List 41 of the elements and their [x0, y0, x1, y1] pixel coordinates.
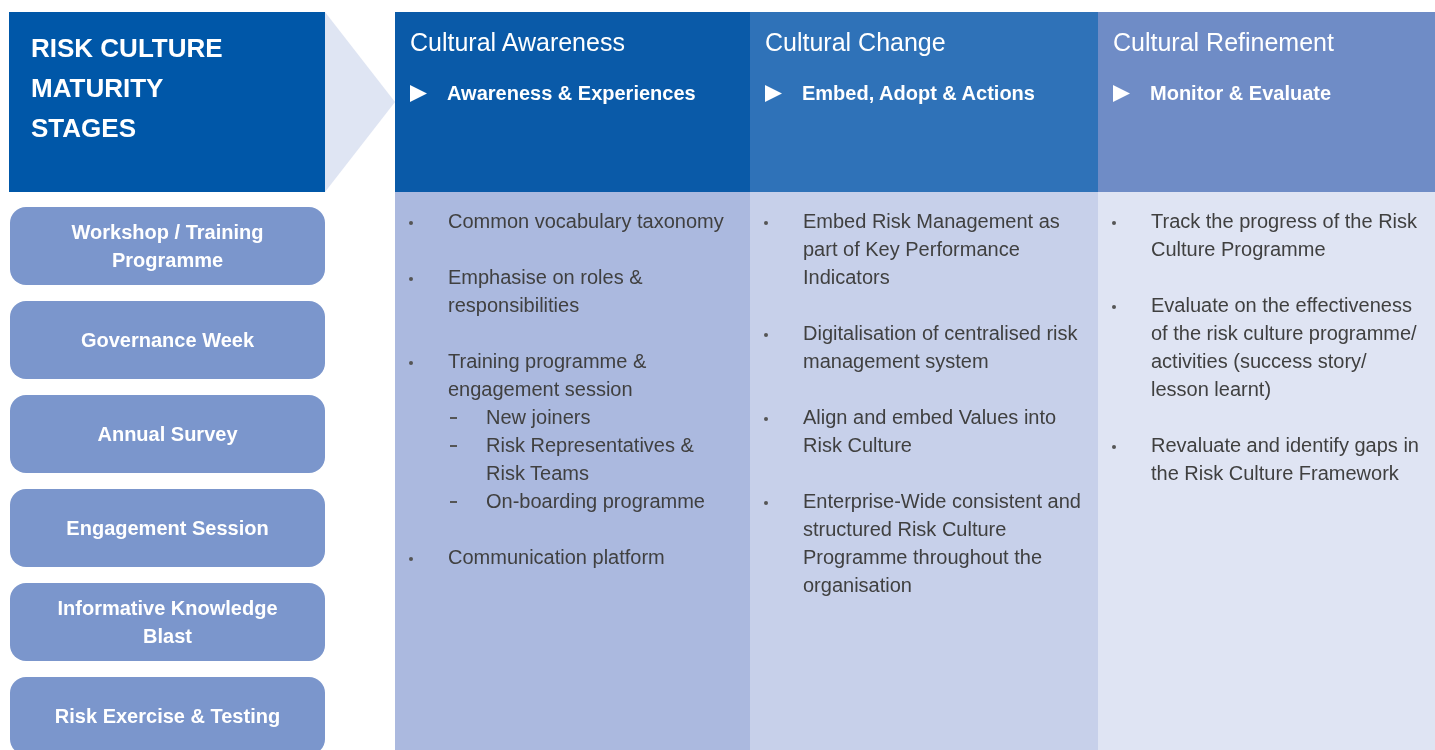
- column-panel: [395, 192, 750, 750]
- stage-subtitle: Monitor & Evaluate: [1150, 81, 1332, 106]
- bullet-text: Digitalisation of centralised risk management system: [803, 321, 1079, 374]
- activity-pill: [10, 489, 325, 567]
- activity-pill: [10, 301, 325, 379]
- stage-title: Cultural Awareness: [410, 27, 626, 58]
- title-text: RISK CULTURE MATURITY STAGES: [31, 32, 224, 145]
- bullet-text: Embed Risk Management as part of Key Performance Indicators: [803, 209, 1061, 290]
- activity-pill: [10, 395, 325, 473]
- bullet-text: Track the progress of the Risk Culture Programme: [1151, 209, 1419, 262]
- stage-title: Cultural Change: [765, 27, 947, 58]
- column-panel: [750, 192, 1098, 750]
- stage-header: [1098, 12, 1435, 192]
- activity-label: Risk Exercise & Testing: [54, 704, 281, 729]
- activity-label: Governance Week: [80, 328, 254, 353]
- activity-label: Workshop / Training Programme: [70, 220, 265, 273]
- stage-subtitle: Awareness & Experiences: [447, 81, 696, 106]
- column-panel: [1098, 192, 1435, 750]
- activity-label: Engagement Session: [66, 516, 269, 541]
- activity-pill: [10, 583, 325, 661]
- stage-header: [750, 12, 1098, 192]
- stage-title: Cultural Refinement: [1113, 27, 1335, 58]
- bullet-text: Align and embed Values into Risk Culture: [803, 405, 1058, 458]
- bullet-text: Evaluate on the effectiveness of the risk culture programme/ activities (success story/ lesson learnt): [1151, 293, 1418, 402]
- stage-header: [395, 12, 750, 192]
- bullet-text: Training programme & engagement session: [448, 349, 648, 402]
- activity-label: Informative Knowledge Blast: [56, 596, 279, 649]
- activity-label: Annual Survey: [97, 422, 238, 447]
- activity-pill: [10, 677, 325, 750]
- activity-pill: [10, 207, 325, 285]
- sub-bullet-text: New joiners: [486, 405, 592, 430]
- bullet-text: Emphasise on roles & responsibilities: [448, 265, 644, 318]
- bullet-text: Revaluate and identify gaps in the Risk Culture Framework: [1151, 433, 1420, 486]
- sub-bullet-text: On-boarding programme: [486, 489, 706, 514]
- bullet-text: Communication platform: [448, 545, 666, 570]
- sub-bullet-text: Risk Representatives & Risk Teams: [486, 433, 695, 486]
- title-box: [9, 12, 325, 192]
- bullet-text: Common vocabulary taxonomy: [448, 209, 725, 234]
- bullet-text: Enterprise-Wide consistent and structured Risk Culture Programme throughout the organisation: [803, 489, 1082, 598]
- stage-subtitle: Embed, Adopt & Actions: [802, 81, 1035, 106]
- chevron-shape: [325, 12, 395, 192]
